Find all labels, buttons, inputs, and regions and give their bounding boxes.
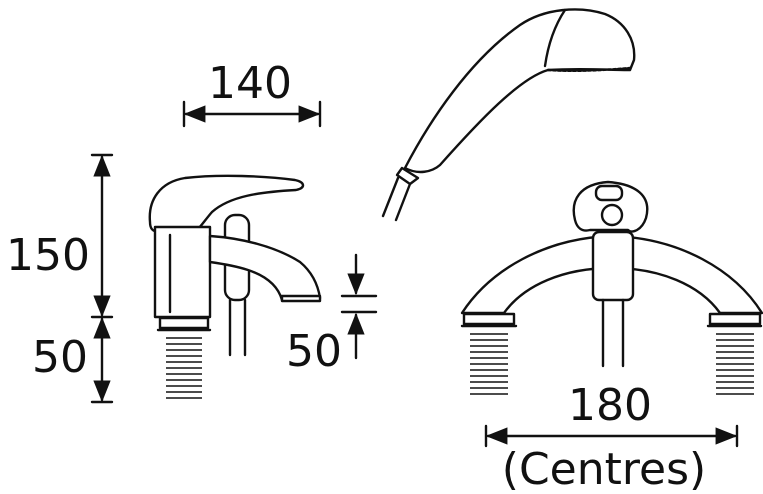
dim-50-base-label: 50 (32, 332, 88, 383)
front-view-tap (460, 180, 763, 395)
dim-vertical-left: 150 50 (6, 153, 114, 404)
centres-caption: (Centres) (502, 444, 706, 494)
dim-150-label: 150 (6, 230, 90, 281)
dim-50-spout-label: 50 (286, 326, 342, 377)
dim-140-label: 140 (208, 58, 292, 109)
dim-spout-width: 140 (182, 58, 322, 128)
left-thread-lines (470, 333, 508, 395)
thread-lines (166, 337, 202, 399)
handset-body (403, 8, 636, 174)
base-nut (158, 316, 210, 330)
right-thread-lines (716, 333, 754, 395)
side-view-tap (148, 174, 322, 399)
tap-body (153, 225, 212, 319)
bridge-arch (460, 234, 763, 315)
dim-centres: 180 (Centres) (484, 380, 739, 494)
right-base-nut (708, 312, 762, 326)
shower-handset (381, 8, 636, 222)
centre-block (591, 230, 635, 302)
dim-spout-clearance: 50 (286, 253, 378, 377)
dim-180-label: 180 (568, 380, 652, 431)
left-base-nut (462, 312, 516, 326)
